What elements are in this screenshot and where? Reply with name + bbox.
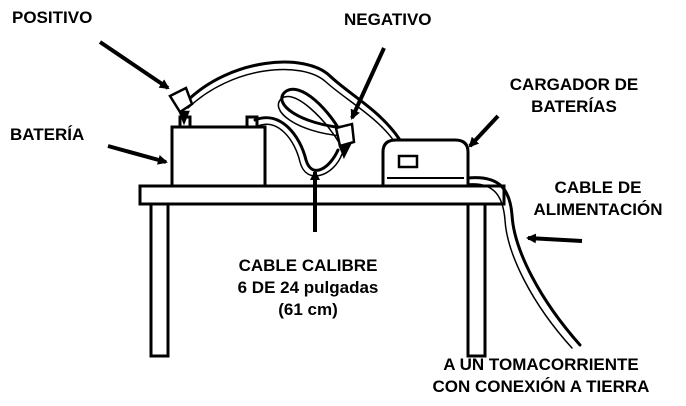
label-outlet-line-2: CON CONEXIÓN A TIERRA xyxy=(432,377,650,396)
arrow-negative xyxy=(350,47,386,120)
table xyxy=(138,184,506,358)
negative-clamp xyxy=(334,122,356,160)
battery xyxy=(170,115,267,188)
label-gauge-cable: CABLE CALIBRE 6 DE 24 pulgadas (61 cm) xyxy=(216,255,400,321)
label-power-cord-line-1: CABLE DE xyxy=(554,178,642,197)
label-battery: BATERÍA xyxy=(10,125,85,144)
label-charger-line-2: BATERÍAS xyxy=(531,97,617,116)
label-power-cord-line-2: ALIMENTACIÓN xyxy=(533,200,663,219)
charger-display xyxy=(397,154,419,169)
label-gauge-cable-line-1: CABLE CALIBRE xyxy=(238,256,378,275)
table-leg-left xyxy=(149,202,170,358)
gauge-6-cable-outline xyxy=(257,123,343,177)
power-cord xyxy=(466,176,582,347)
label-gauge-cable-line-2: 6 DE 24 pulgadas xyxy=(237,278,379,297)
arrow-power-cord xyxy=(526,233,583,244)
positive-cable-outline xyxy=(187,68,395,142)
negative-cable-outline xyxy=(277,95,343,145)
arrow-battery xyxy=(107,144,168,165)
label-charger-line-1: CARGADOR DE xyxy=(509,75,639,94)
label-gauge-cable-line-3: (61 cm) xyxy=(278,300,338,319)
label-charger: CARGADOR DE BATERÍAS xyxy=(494,74,654,118)
gauge-6-cable xyxy=(253,116,340,172)
arrow-positive xyxy=(98,40,170,90)
label-power-cord: CABLE DE ALIMENTACIÓN xyxy=(520,177,676,221)
label-negative: NEGATIVO xyxy=(344,10,432,29)
label-outlet: A UN TOMACORRIENTE CON CONEXIÓN A TIERRA xyxy=(400,354,682,398)
battery-body xyxy=(170,125,267,188)
power-cord-outline xyxy=(467,183,573,349)
table-leg-right xyxy=(466,202,487,358)
charger-body xyxy=(381,138,470,188)
table-top xyxy=(138,184,506,206)
positive-clamp xyxy=(168,86,194,126)
label-outlet-line-1: A UN TOMACORRIENTE xyxy=(443,355,639,374)
clamps xyxy=(168,86,356,160)
positive-cable xyxy=(184,60,402,142)
label-positive: POSITIVO xyxy=(12,8,93,27)
cables xyxy=(184,60,582,349)
negative-cable xyxy=(280,87,347,140)
arrow-charger xyxy=(468,114,500,148)
pointer-arrows xyxy=(98,40,583,244)
battery-terminal-negative xyxy=(245,115,259,129)
battery-charger xyxy=(381,138,470,188)
